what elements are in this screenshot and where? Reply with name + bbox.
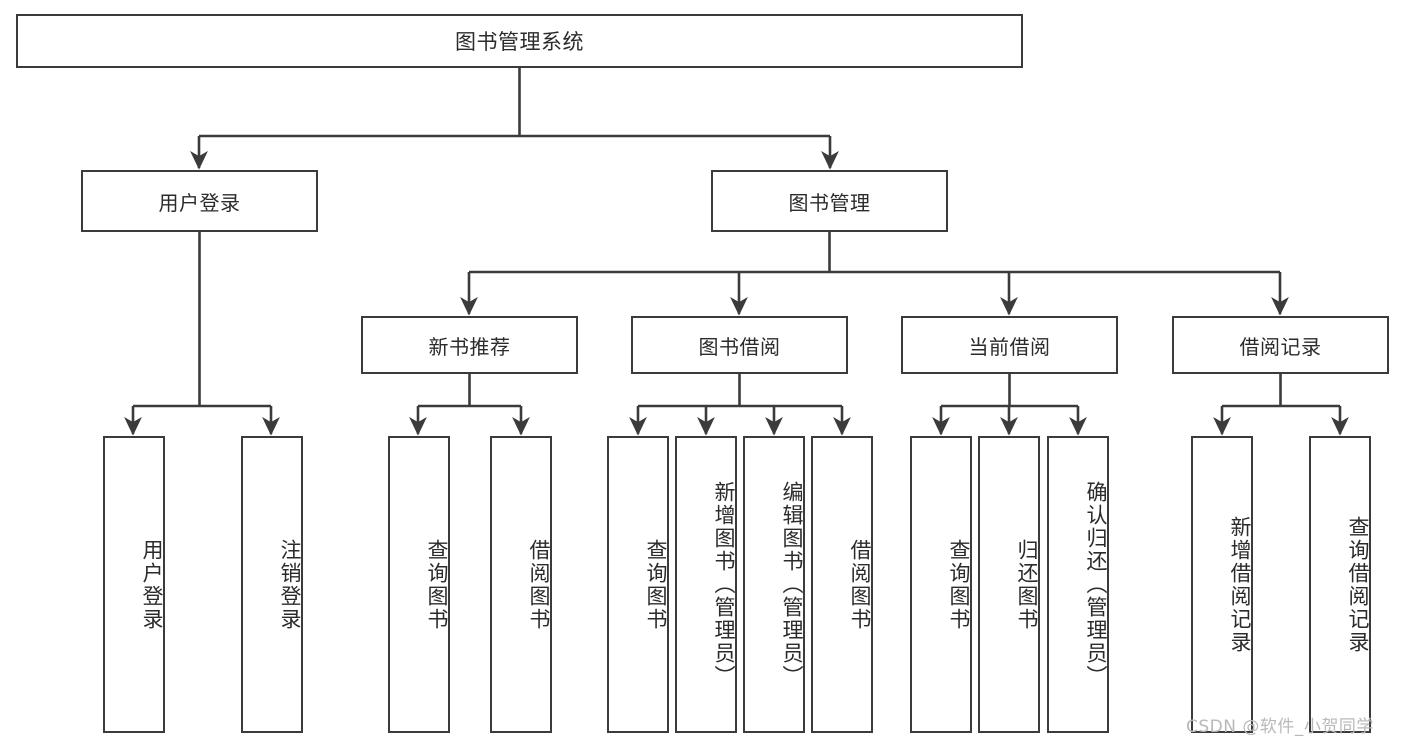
leaf-add-book-label: 新增图书（管理员） <box>712 481 736 688</box>
leaf-user-login[interactable]: 用户登录 <box>103 436 165 733</box>
leaf-query-book-1-label: 查询图书 <box>425 538 449 631</box>
leaf-add-book[interactable]: 新增图书（管理员） <box>675 436 737 733</box>
leaf-query-book-3[interactable]: 查询图书 <box>910 436 972 733</box>
node-borrow-record[interactable]: 借阅记录 <box>1172 316 1389 374</box>
node-book-borrow[interactable]: 图书借阅 <box>631 316 848 374</box>
leaf-return-book[interactable]: 归还图书 <box>978 436 1040 733</box>
leaf-query-record-label: 查询借阅记录 <box>1346 515 1370 654</box>
node-borrow-record-label: 借阅记录 <box>1239 334 1322 359</box>
leaf-borrow-book-2-label: 借阅图书 <box>848 538 872 631</box>
leaf-query-book-3-label: 查询图书 <box>947 538 971 631</box>
node-new-book-recommend[interactable]: 新书推荐 <box>361 316 578 374</box>
leaf-confirm-return[interactable]: 确认归还（管理员） <box>1047 436 1109 733</box>
leaf-query-book-1[interactable]: 查询图书 <box>388 436 450 733</box>
leaf-return-book-label: 归还图书 <box>1015 538 1039 631</box>
node-book-manage[interactable]: 图书管理 <box>711 170 948 232</box>
leaf-query-book-2-label: 查询图书 <box>644 538 668 631</box>
leaf-query-record[interactable]: 查询借阅记录 <box>1309 436 1371 733</box>
leaf-confirm-return-label: 确认归还（管理员） <box>1084 481 1108 688</box>
leaf-query-book-2[interactable]: 查询图书 <box>607 436 669 733</box>
leaf-edit-book-label: 编辑图书（管理员） <box>780 481 804 688</box>
leaf-edit-book[interactable]: 编辑图书（管理员） <box>743 436 805 733</box>
node-root[interactable]: 图书管理系统 <box>16 14 1023 68</box>
leaf-user-login-label: 用户登录 <box>140 538 164 631</box>
leaf-borrow-book-1[interactable]: 借阅图书 <box>490 436 552 733</box>
node-root-label: 图书管理系统 <box>455 30 584 54</box>
node-book-manage-label: 图书管理 <box>788 190 871 215</box>
node-user-login-label: 用户登录 <box>158 190 241 215</box>
leaf-add-record-label: 新增借阅记录 <box>1228 515 1252 654</box>
node-current-borrow-label: 当前借阅 <box>968 334 1051 359</box>
leaf-logout-login-label: 注销登录 <box>278 538 302 631</box>
node-new-book-recommend-label: 新书推荐 <box>428 334 511 359</box>
leaf-borrow-book-1-label: 借阅图书 <box>527 538 551 631</box>
leaf-borrow-book-2[interactable]: 借阅图书 <box>811 436 873 733</box>
node-book-borrow-label: 图书借阅 <box>698 334 781 359</box>
leaf-add-record[interactable]: 新增借阅记录 <box>1191 436 1253 733</box>
node-user-login[interactable]: 用户登录 <box>81 170 318 232</box>
node-current-borrow[interactable]: 当前借阅 <box>901 316 1118 374</box>
leaf-logout-login[interactable]: 注销登录 <box>241 436 303 733</box>
